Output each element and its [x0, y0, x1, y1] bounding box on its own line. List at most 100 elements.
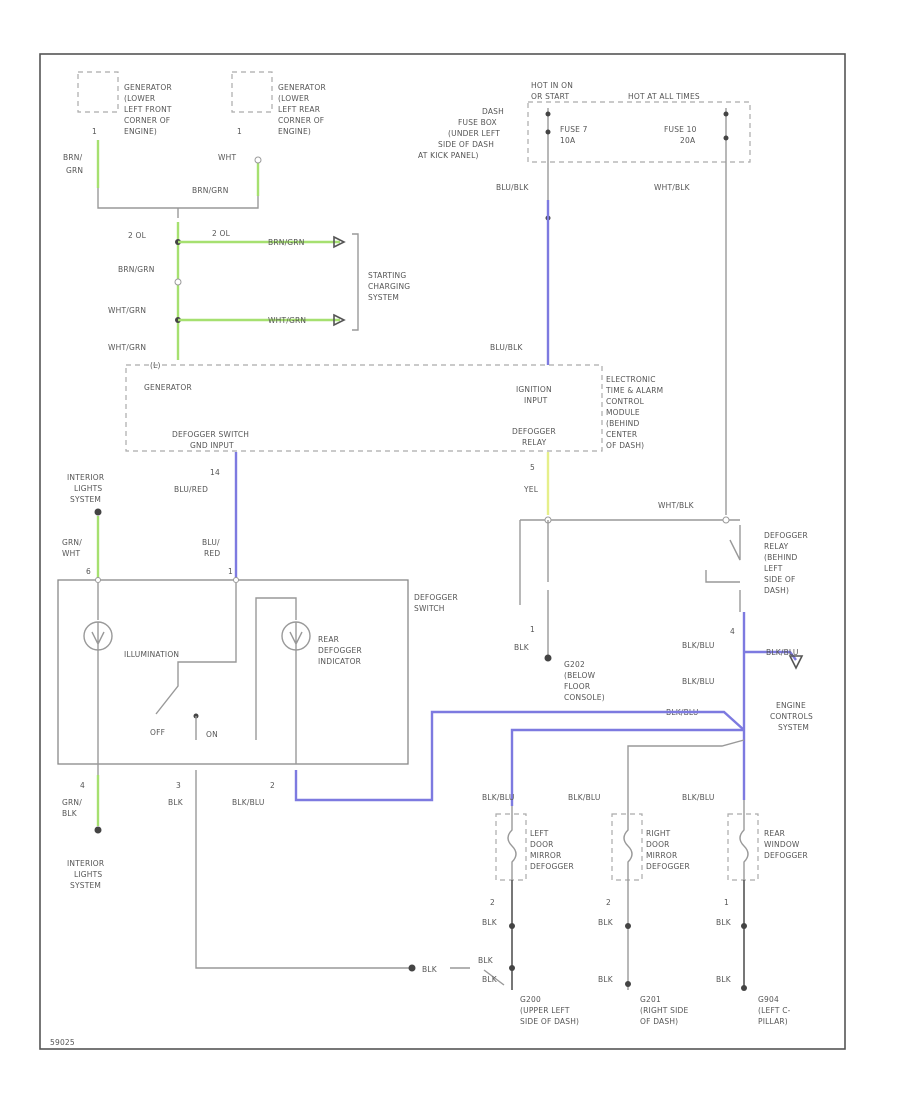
lm-1: DOOR [530, 840, 554, 849]
blk-blu-a: BLK/BLU [682, 641, 715, 650]
c2b: 2 OL [212, 229, 231, 238]
pin5: 5 [530, 463, 535, 472]
blk-e1: BLK [482, 975, 498, 984]
rear-ind-0: REAR [318, 635, 339, 644]
defsw-l0: DEFOGGER [414, 593, 458, 602]
interior-top-1: LIGHTS [74, 484, 102, 493]
starting-l0: STARTING [368, 271, 406, 280]
wht-grn-c: WHT/GRN [108, 343, 146, 352]
engine-2: SYSTEM [778, 723, 809, 732]
lm-2: MIRROR [530, 851, 561, 860]
lm-0: LEFT [530, 829, 549, 838]
left-mirror-defogger [495, 806, 527, 881]
blu-red-b1: RED [204, 549, 220, 558]
c2a: 2 OL [128, 231, 147, 240]
wht-blk-top: WHT/BLK [654, 183, 691, 192]
g200-2: SIDE OF DASH) [520, 1017, 579, 1026]
wht-b: WHT [218, 153, 236, 162]
def-relay-0: DEFOGGER [512, 427, 556, 436]
gen-front-l0: GENERATOR [124, 83, 172, 92]
gen-rear-l4: ENGINE) [278, 127, 311, 136]
defogger-switch-box [57, 579, 409, 765]
d2b: 2 [606, 898, 611, 907]
def-relay-1: RELAY [522, 438, 547, 447]
interior-top-0: INTERIOR [67, 473, 104, 482]
blu-red-a: BLU/RED [174, 485, 208, 494]
dash-fuse-4: AT KICK PANEL) [418, 151, 479, 160]
generator-front: GENERATOR (LOWER LEFT FRONT CORNER OF EN… [77, 71, 172, 136]
gen-rear-l3: CORNER OF [278, 116, 324, 125]
etacm-2: CONTROL [606, 397, 645, 406]
rear-ind-1: DEFOGGER [318, 646, 362, 655]
g904-1: (LEFT C- [758, 1006, 791, 1015]
blk-d2: BLK [598, 918, 614, 927]
dash-fuse-1: FUSE BOX [458, 118, 497, 127]
gen-front-l4: ENGINE) [124, 127, 157, 136]
g202-2: FLOOR [564, 682, 590, 691]
g904-2: PILLAR) [758, 1017, 788, 1026]
blu-blk-mid: BLU/BLK [490, 343, 523, 352]
blk-d3: BLK [716, 918, 732, 927]
diagram-border [39, 53, 846, 1050]
off: OFF [150, 728, 165, 737]
blk-blu-s: BLK/BLU [232, 798, 265, 807]
g202-3: CONSOLE) [564, 693, 605, 702]
p1-g: 1 [530, 625, 535, 634]
p2: 2 [270, 781, 275, 790]
blu-red-b0: BLU/ [202, 538, 220, 547]
blk-e3: BLK [716, 975, 732, 984]
pin14: 14 [210, 468, 220, 477]
rm-1: DOOR [646, 840, 670, 849]
blk-link2: BLK [478, 956, 494, 965]
interior-top-2: SYSTEM [70, 495, 101, 504]
blk-blu-rear: BLK/BLU [682, 793, 715, 802]
rm-3: DEFOGGER [646, 862, 690, 871]
rm-2: MIRROR [646, 851, 677, 860]
blk-g: BLK [514, 643, 530, 652]
wht-blk-mid: WHT/BLK [658, 501, 695, 510]
brn-grn-a0: BRN/ [63, 153, 83, 162]
starting-l2: SYSTEM [368, 293, 399, 302]
rw-0: REAR [764, 829, 785, 838]
blk-e2: BLK [598, 975, 614, 984]
etacm-0: ELECTRONIC [606, 375, 656, 384]
interior-bot-2: SYSTEM [70, 881, 101, 890]
blk-blu-l: BLK/BLU [482, 793, 515, 802]
gen-rear-l1: (LOWER [278, 94, 309, 103]
starting-l1: CHARGING [368, 282, 410, 291]
g904-0: G904 [758, 995, 779, 1004]
right-mirror-defogger [611, 806, 643, 881]
pin-1a: 1 [92, 127, 97, 136]
dash-fuse-0: DASH [482, 107, 504, 116]
blk-blu-r: BLK/BLU [568, 793, 601, 802]
grn-wht-0: GRN/ [62, 538, 82, 547]
p3: 3 [176, 781, 181, 790]
d1c: 1 [724, 898, 729, 907]
g201-0: G201 [640, 995, 661, 1004]
relay-l3: LEFT [764, 564, 783, 573]
blk-s: BLK [168, 798, 184, 807]
g200-0: G200 [520, 995, 541, 1004]
g200-1: (UPPER LEFT [520, 1006, 570, 1015]
brn-grn-b: BRN/GRN [192, 186, 229, 195]
g202-0: G202 [564, 660, 585, 669]
dash-fuse-2: (UNDER LEFT [448, 129, 500, 138]
gen-front-l1: (LOWER [124, 94, 155, 103]
def-sw-input-1: GND INPUT [190, 441, 234, 450]
diagram-code: 59025 [50, 1038, 75, 1047]
grn-blk-0: GRN/ [62, 798, 82, 807]
rear-ind-2: INDICATOR [318, 657, 361, 666]
grn-wht-1: WHT [62, 549, 80, 558]
gen-front-l3: CORNER OF [124, 116, 170, 125]
etacm-4: (BEHIND [606, 419, 639, 428]
engine-0: ENGINE [776, 701, 806, 710]
etacm-box [125, 364, 603, 452]
engine-1: CONTROLS [770, 712, 813, 721]
wht-grn-a: WHT/GRN [108, 306, 146, 315]
g201-1: (RIGHT SIDE [640, 1006, 689, 1015]
yel: YEL [523, 485, 539, 494]
blk-link: BLK [422, 965, 438, 974]
defsw-l1: SWITCH [414, 604, 445, 613]
gen-rear-l2: LEFT REAR [278, 105, 320, 114]
